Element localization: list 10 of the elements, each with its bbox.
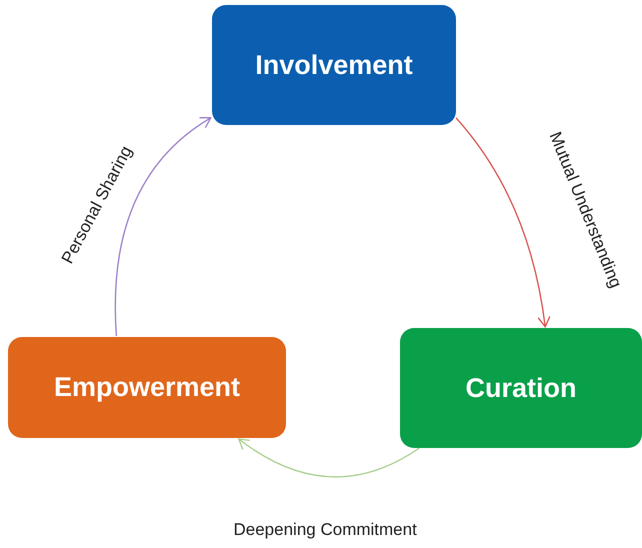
arrow (114, 117, 212, 336)
node-label: Involvement (255, 50, 413, 80)
process-box (8, 337, 286, 438)
process-box (400, 328, 642, 448)
arrow (238, 438, 420, 478)
node-label: Curation (466, 372, 576, 404)
edge-label: Deepening Commitment (232, 520, 419, 540)
process-box (212, 5, 456, 125)
arrow (456, 117, 550, 328)
node-label: Empowerment (54, 372, 240, 403)
